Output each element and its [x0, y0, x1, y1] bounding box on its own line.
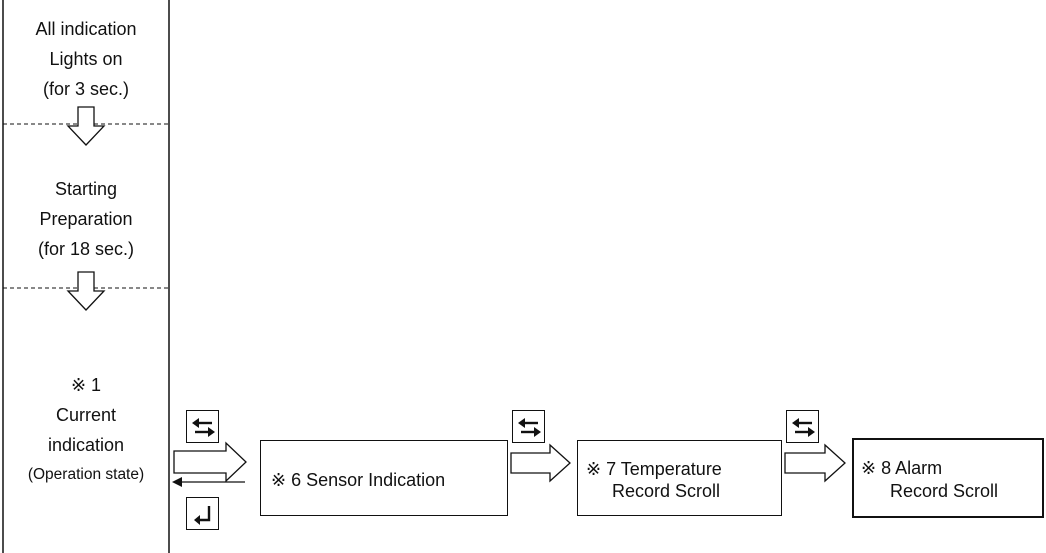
switch-button-3[interactable] [786, 410, 819, 443]
sensor-indication-label: ※ 6 Sensor Indication [271, 470, 446, 490]
step3-line-2: Current [55, 405, 117, 425]
right-arrow-to-temperature [510, 443, 571, 483]
step3-line-3: indication [47, 435, 125, 455]
temperature-record-line-1: ※ 7 Temperature [586, 459, 722, 479]
down-arrow-1 [66, 106, 106, 146]
step2-line-3: (for 18 sec.) [37, 239, 135, 259]
return-arrowhead [172, 477, 182, 487]
alarm-record-box[interactable]: ※ 8 Alarm Record Scroll [852, 438, 1044, 518]
switch-arrows-icon [518, 418, 541, 437]
switch-button-2[interactable] [512, 410, 545, 443]
temperature-record-line-2: Record Scroll [612, 481, 721, 501]
temperature-record-box[interactable]: ※ 7 Temperature Record Scroll [577, 440, 782, 516]
switch-arrows-icon [792, 418, 815, 437]
return-arrow-icon [194, 506, 211, 525]
sensor-indication-box[interactable]: ※ 6 Sensor Indication [260, 440, 508, 516]
right-arrow-to-alarm [784, 443, 846, 483]
step3-text: ※ 1 Current indication (Operation state) [3, 370, 169, 490]
alarm-record-line-1: ※ 8 Alarm [861, 458, 943, 478]
switch-button-1[interactable] [186, 410, 219, 443]
return-button[interactable] [186, 497, 219, 530]
switch-arrows-icon [192, 418, 215, 437]
step1-line-2: Lights on [49, 49, 123, 69]
step1-text: All indication Lights on (for 3 sec.) [3, 14, 169, 104]
step2-line-1: Starting [54, 179, 118, 199]
step3-line-4: (Operation state) [27, 466, 145, 483]
down-arrow-2 [66, 271, 106, 311]
step2-text: Starting Preparation (for 18 sec.) [3, 174, 169, 264]
right-arrow-to-sensor [173, 441, 247, 483]
step1-line-3: (for 3 sec.) [42, 79, 130, 99]
alarm-record-line-2: Record Scroll [890, 481, 999, 501]
step2-line-2: Preparation [39, 209, 133, 229]
step3-line-1: ※ 1 [70, 375, 102, 395]
step1-line-1: All indication [35, 19, 137, 39]
